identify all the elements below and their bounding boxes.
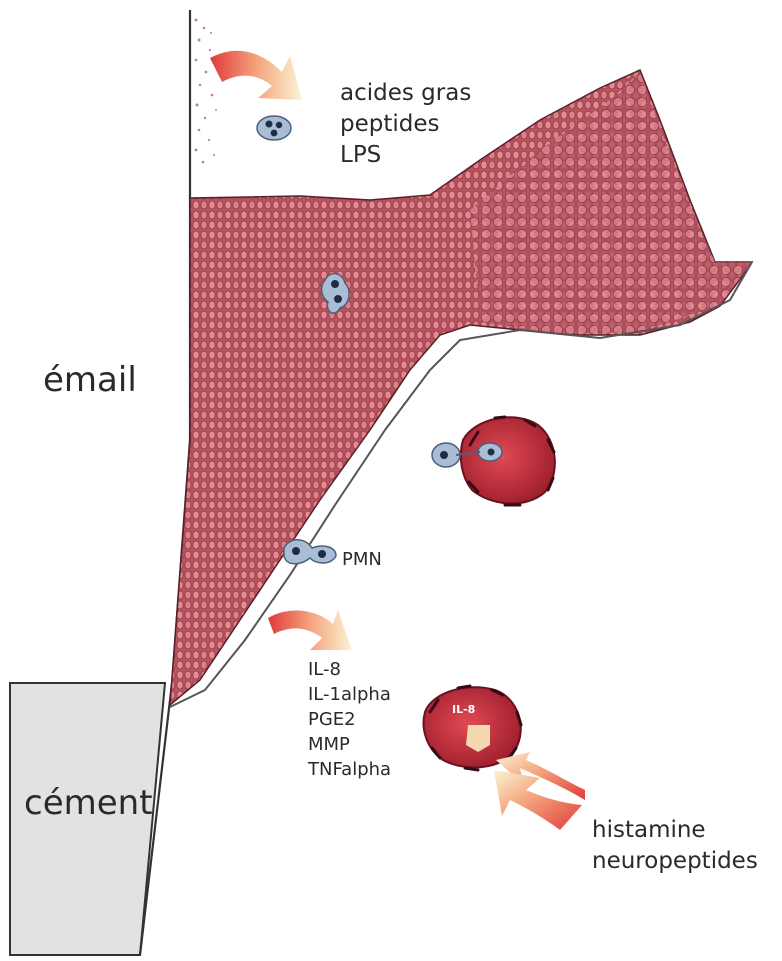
label-peptides: peptides <box>340 109 471 140</box>
stimuli-list: histamine neuropeptides <box>592 815 758 877</box>
mast-cell-label: IL-8 <box>452 703 475 716</box>
label-histamine: histamine <box>592 815 758 846</box>
label-tnfalpha: TNFalpha <box>308 757 391 782</box>
label-email: émail <box>43 360 137 400</box>
label-il8: IL-8 <box>308 657 391 682</box>
label-neuropeptides: neuropeptides <box>592 846 758 877</box>
leukocyte-free <box>257 116 291 140</box>
dental-plaque <box>195 19 217 164</box>
mast-cell-with-leukocyte <box>432 417 555 505</box>
arrow-bacterial-products <box>210 51 302 100</box>
label-il1alpha: IL-1alpha <box>308 682 391 707</box>
label-mmp: MMP <box>308 732 391 757</box>
mast-cell-il8 <box>424 686 521 770</box>
label-lps: LPS <box>340 140 471 171</box>
arrow-mediators <box>268 610 352 650</box>
label-pge2: PGE2 <box>308 707 391 732</box>
label-pmn: PMN <box>342 547 382 572</box>
label-cement: cément <box>24 783 153 823</box>
bacterial-products-list: acides gras peptides LPS <box>340 78 471 171</box>
label-fatty-acids: acides gras <box>340 78 471 109</box>
mediators-list: IL-8 IL-1alpha PGE2 MMP TNFalpha <box>308 657 391 782</box>
